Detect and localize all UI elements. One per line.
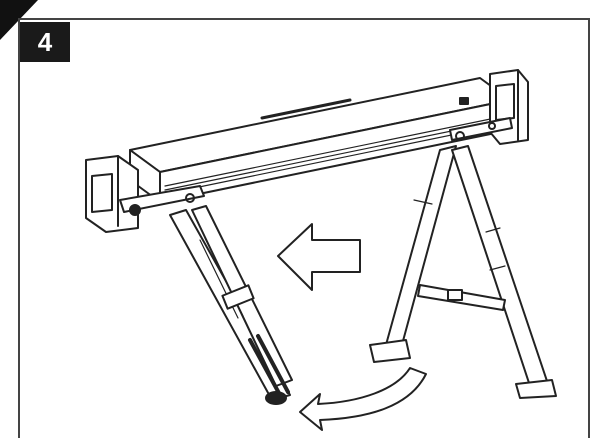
left-leg [169, 205, 293, 405]
right-end-cap [449, 69, 529, 145]
panel-border [18, 18, 590, 438]
left-arrow-icon [277, 223, 361, 291]
left-end-cap [85, 155, 205, 233]
curved-fold-arrow-icon [299, 367, 427, 431]
right-legs [369, 145, 557, 399]
step-number-badge: 4 [20, 22, 70, 62]
